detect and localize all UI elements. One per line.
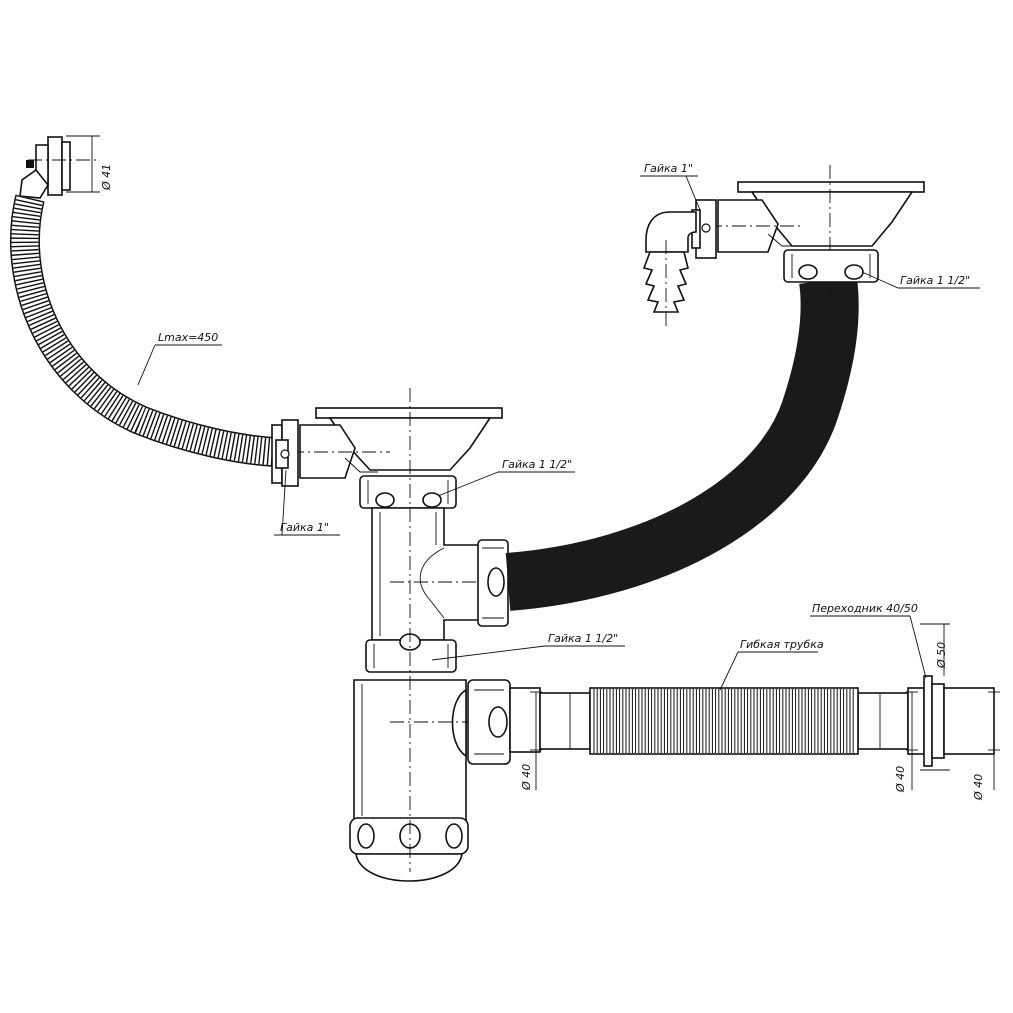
outlet-corrugated-section — [589, 687, 859, 755]
label-nut-1-5-lower: Гайка 1 1/2" — [431, 632, 625, 661]
dimension-label-dia-40-left: Ø 40 — [520, 764, 533, 791]
trap-side-nut — [467, 679, 511, 765]
nut-1-top-label: Гайка 1" — [644, 162, 693, 175]
nut-1-5-top-label: Гайка 1 1/2" — [900, 274, 970, 287]
label-lmax: Lmax=450 — [137, 331, 222, 386]
nut-1-5-inch-lower — [365, 633, 457, 673]
nut-1-5-center-label: Гайка 1 1/2" — [502, 458, 572, 471]
nut-1-5-lower-label: Гайка 1 1/2" — [548, 632, 618, 645]
label-nut-1-top: Гайка 1" — [640, 162, 701, 211]
flexible-pipe-label: Гибкая трубка — [740, 638, 824, 651]
dimension-dia-40-left: Ø 40 — [520, 691, 542, 791]
dimension-label-dia-50: Ø 50 — [935, 642, 948, 669]
bottle-trap — [349, 388, 470, 882]
dimension-dia-41: Ø 41 — [66, 135, 113, 193]
tee-side-nut — [477, 539, 509, 627]
center-strainer — [290, 407, 503, 479]
label-nut-1-5-center: Гайка 1 1/2" — [437, 458, 575, 497]
nut-1-inch-left — [271, 419, 299, 487]
dimension-label-dia-40-mid: Ø 40 — [894, 766, 907, 793]
adapter-40-50 — [907, 675, 995, 767]
dimension-dia-40-mid: Ø 40 — [894, 691, 918, 793]
overflow-corrugated-hose — [9, 194, 277, 467]
outlet-pipe — [509, 687, 909, 753]
dimension-label-dia-40-right: Ø 40 — [972, 774, 985, 801]
label-nut-1-left: Гайка 1" — [274, 469, 340, 536]
adapter-label: Переходник 40/50 — [812, 602, 918, 615]
label-adapter: Переходник 40/50 — [810, 602, 927, 679]
connecting-flexible-hose — [505, 276, 859, 611]
hose-barb-elbow — [642, 211, 697, 328]
right-strainer — [660, 165, 925, 300]
dimension-label-dia-41: Ø 41 — [100, 164, 113, 191]
label-nut-1-5-top: Гайка 1 1/2" — [861, 271, 980, 289]
label-flexible-pipe: Гибкая трубка — [719, 638, 824, 691]
lmax-label: Lmax=450 — [158, 331, 218, 344]
nut-1-5-inch-top — [783, 249, 879, 283]
dimension-dia-50: Ø 50 — [920, 623, 950, 771]
dimension-dia-40-right: Ø 40 — [972, 691, 1000, 801]
nut-1-5-inch-center — [359, 475, 457, 509]
overflow-outlet — [19, 136, 100, 199]
nut-1-left-label: Гайка 1" — [280, 521, 329, 534]
